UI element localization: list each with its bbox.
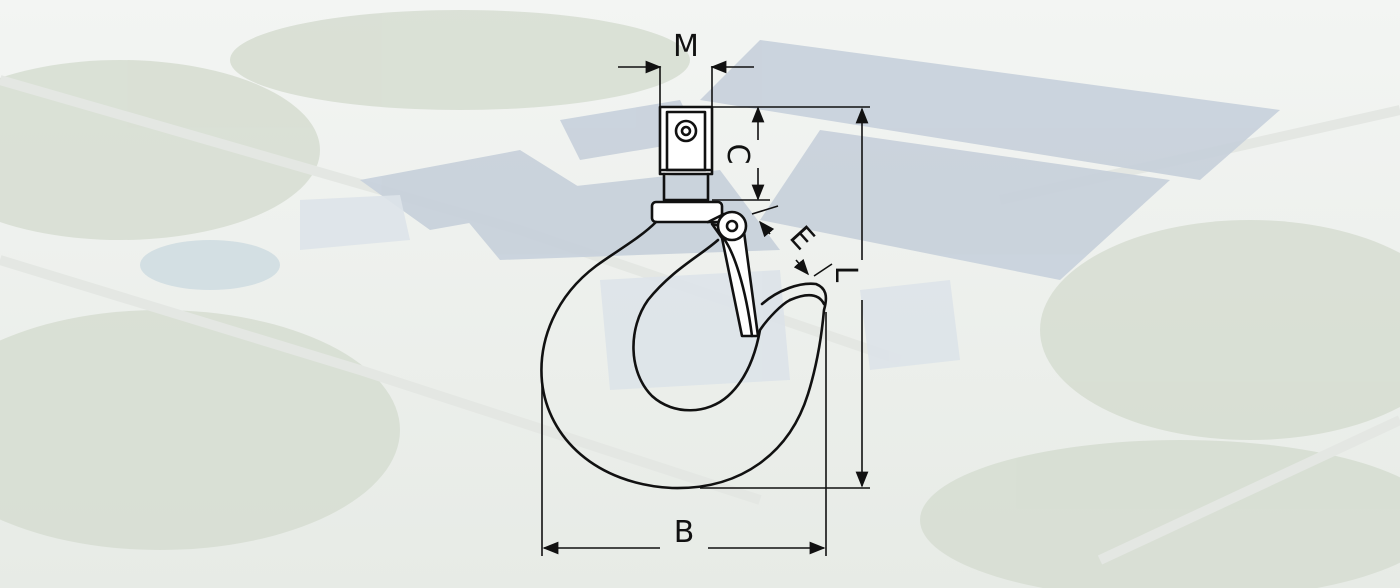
hook-throat-outline (632, 238, 792, 412)
hook-tip (788, 293, 826, 306)
label-b: B (674, 515, 695, 550)
dimension-b (541, 312, 827, 556)
label-l: L (828, 266, 863, 283)
dimension-c (712, 106, 770, 201)
hook-body-outline (540, 220, 828, 490)
dimension-l (700, 106, 870, 489)
label-m: M (673, 29, 699, 64)
safety-latch (710, 210, 760, 338)
dimension-e (751, 205, 833, 277)
label-c: C (720, 144, 755, 165)
hook-collar (650, 172, 724, 224)
dimension-m (618, 60, 754, 106)
swivel-eye-block (658, 105, 714, 176)
label-e: E (782, 220, 821, 258)
